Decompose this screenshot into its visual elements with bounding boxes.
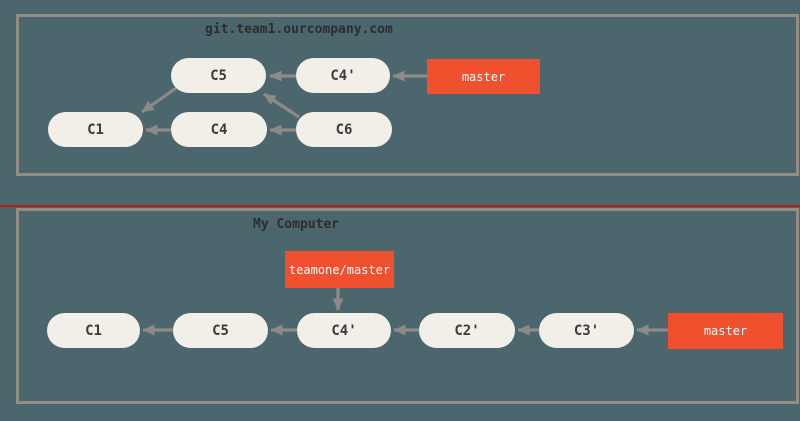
commit-node-remote-c1: C1 — [48, 112, 143, 147]
branch-ref-remote-master: master — [427, 59, 540, 94]
commit-node-local-c4p: C4' — [297, 313, 391, 348]
branch-ref-teamone-master: teamone/master — [285, 251, 394, 288]
commit-node-remote-c5: C5 — [171, 58, 266, 93]
commit-node-remote-c6: C6 — [296, 112, 392, 147]
panel-remote-repo — [16, 14, 799, 176]
my-computer-title: My Computer — [253, 217, 340, 232]
commit-node-remote-c4p: C4' — [296, 58, 390, 93]
commit-node-local-c5: C5 — [173, 313, 268, 348]
panel-my-computer — [16, 208, 799, 404]
remote-repo-title: git.team1.ourcompany.com — [205, 22, 393, 37]
branch-ref-local-master: master — [668, 313, 783, 349]
commit-node-local-c3p: C3' — [539, 313, 634, 348]
commit-node-local-c1: C1 — [47, 313, 140, 348]
panel-divider-line — [0, 205, 800, 207]
commit-node-remote-c4: C4 — [171, 112, 267, 147]
commit-node-local-c2p: C2' — [419, 313, 515, 348]
